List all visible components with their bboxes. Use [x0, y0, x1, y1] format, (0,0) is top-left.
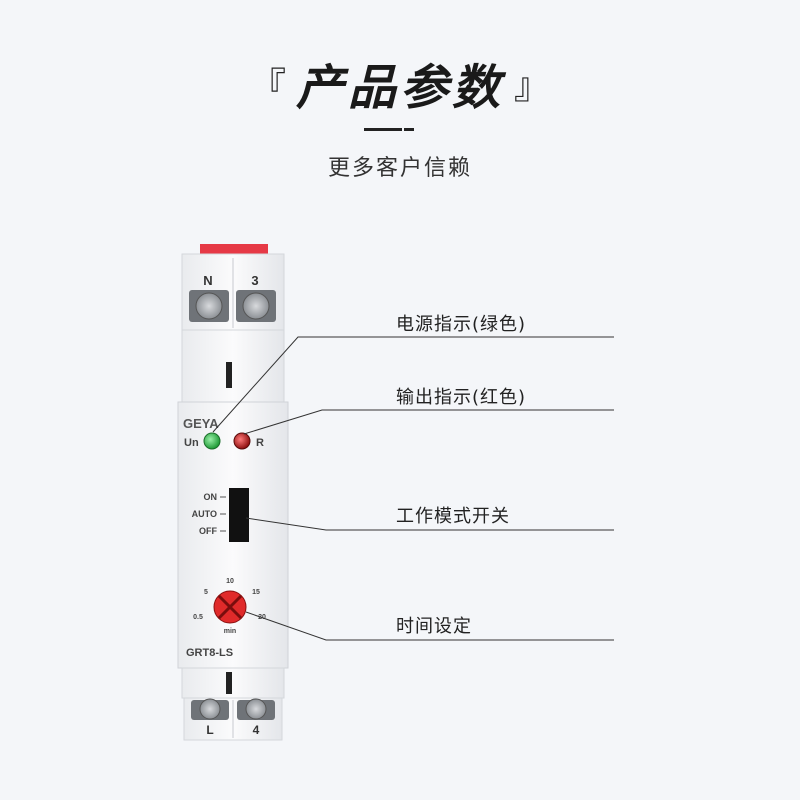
- power-led: [203, 432, 221, 450]
- brand-logo: GEYA: [183, 416, 219, 431]
- terminal-label-3: 3: [251, 273, 258, 288]
- lower-shoulder: [181, 667, 285, 699]
- mode-switch[interactable]: [229, 488, 249, 542]
- screw-4[interactable]: [245, 698, 267, 720]
- terminal-label-n: N: [203, 273, 212, 288]
- callout-line-switch: [245, 517, 614, 531]
- output-led: [233, 432, 251, 450]
- led-label-r: R: [256, 437, 264, 449]
- title-bracket-left: 『: [249, 66, 286, 107]
- subtitle: 更多客户信赖: [327, 156, 472, 181]
- switch-label-auto: AUTO: [192, 509, 217, 519]
- title-underline: [364, 128, 416, 132]
- callout-line-dial: [245, 611, 614, 641]
- callout-output-indicator: 输出指示(红色): [396, 387, 527, 408]
- screw-n[interactable]: [195, 292, 223, 320]
- top-latch: [200, 244, 268, 256]
- terminal-label-4: 4: [253, 723, 260, 737]
- title-text: 产品参数: [295, 60, 504, 116]
- dial-tick-15: 15: [252, 589, 260, 596]
- upper-shoulder: [181, 329, 285, 403]
- dial-unit: min: [224, 628, 236, 635]
- page-title: 『产品参数』: [0, 48, 800, 118]
- callout-power-indicator: 电源指示(绿色): [396, 314, 527, 335]
- terminal-label-l: L: [206, 723, 213, 737]
- callout-mode-switch: 工作模式开关: [396, 506, 510, 527]
- model-label: GRT8-LS: [186, 647, 233, 659]
- dial-tick-5: 5: [204, 589, 208, 596]
- callout-time-setting: 时间设定: [396, 616, 472, 637]
- switch-label-off: OFF: [199, 526, 217, 536]
- switch-label-on: ON: [204, 492, 218, 502]
- callout-line-power: [212, 336, 614, 433]
- screw-l[interactable]: [199, 698, 221, 720]
- callout-line-output: [243, 409, 614, 435]
- screw-3[interactable]: [242, 292, 270, 320]
- title-bracket-right: 』: [514, 66, 551, 107]
- dial-tick-10: 10: [226, 578, 234, 585]
- led-label-un: Un: [184, 437, 199, 449]
- dial-tick-0-5: 0.5: [193, 614, 203, 621]
